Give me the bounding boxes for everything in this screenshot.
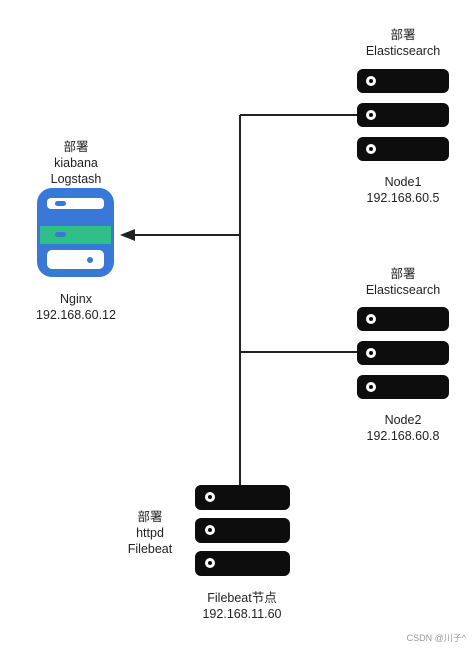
rack-unit: [195, 518, 290, 543]
filebeat-host-label: Filebeat节点 192.168.11.60: [182, 590, 302, 622]
node1-services-label: 部署 Elasticsearch: [348, 27, 458, 59]
watermark: CSDN @川子^: [406, 633, 466, 643]
rack-unit: [195, 485, 290, 510]
host-name: Filebeat节点: [207, 591, 277, 605]
connection-lines: [134, 114, 357, 485]
host-name: Node2: [384, 413, 422, 427]
rack-unit: [357, 69, 449, 93]
node1-server-icon[interactable]: [357, 69, 449, 161]
host-ip: 192.168.11.60: [202, 607, 282, 621]
nginx-services-label: 部署 kiabana Logstash: [36, 139, 116, 187]
deploy-label: 部署: [390, 267, 416, 281]
node2-services-label: 部署 Elasticsearch: [348, 266, 458, 298]
deploy-label: 部署: [137, 510, 163, 524]
arrow-head-icon: [120, 229, 135, 241]
rack-unit: [357, 103, 449, 127]
service-filebeat: Filebeat: [127, 542, 173, 556]
deploy-label: 部署: [63, 140, 89, 154]
deploy-label: 部署: [390, 28, 416, 42]
service-kibana: kiabana: [54, 156, 98, 170]
node2-server-icon[interactable]: [357, 307, 449, 399]
rack-unit: [357, 341, 449, 365]
host-name: Nginx: [60, 292, 92, 306]
service-elasticsearch: Elasticsearch: [365, 44, 441, 58]
filebeat-services-label: 部署 httpd Filebeat: [115, 509, 185, 557]
rack-unit: [357, 137, 449, 161]
filebeat-server-icon[interactable]: [195, 485, 290, 576]
node2-host-label: Node2 192.168.60.8: [348, 412, 458, 444]
service-httpd: httpd: [136, 526, 164, 540]
host-ip: 192.168.60.5: [366, 191, 440, 205]
service-logstash: Logstash: [50, 172, 102, 186]
host-ip: 192.168.60.12: [36, 308, 116, 322]
host-ip: 192.168.60.8: [366, 429, 440, 443]
node1-host-label: Node1 192.168.60.5: [348, 174, 458, 206]
nginx-server-icon[interactable]: [37, 188, 114, 277]
nginx-host-label: Nginx 192.168.60.12: [16, 291, 136, 323]
rack-unit: [195, 551, 290, 576]
host-name: Node1: [384, 175, 422, 189]
rack-unit: [357, 375, 449, 399]
service-elasticsearch: Elasticsearch: [365, 283, 441, 297]
rack-unit: [357, 307, 449, 331]
